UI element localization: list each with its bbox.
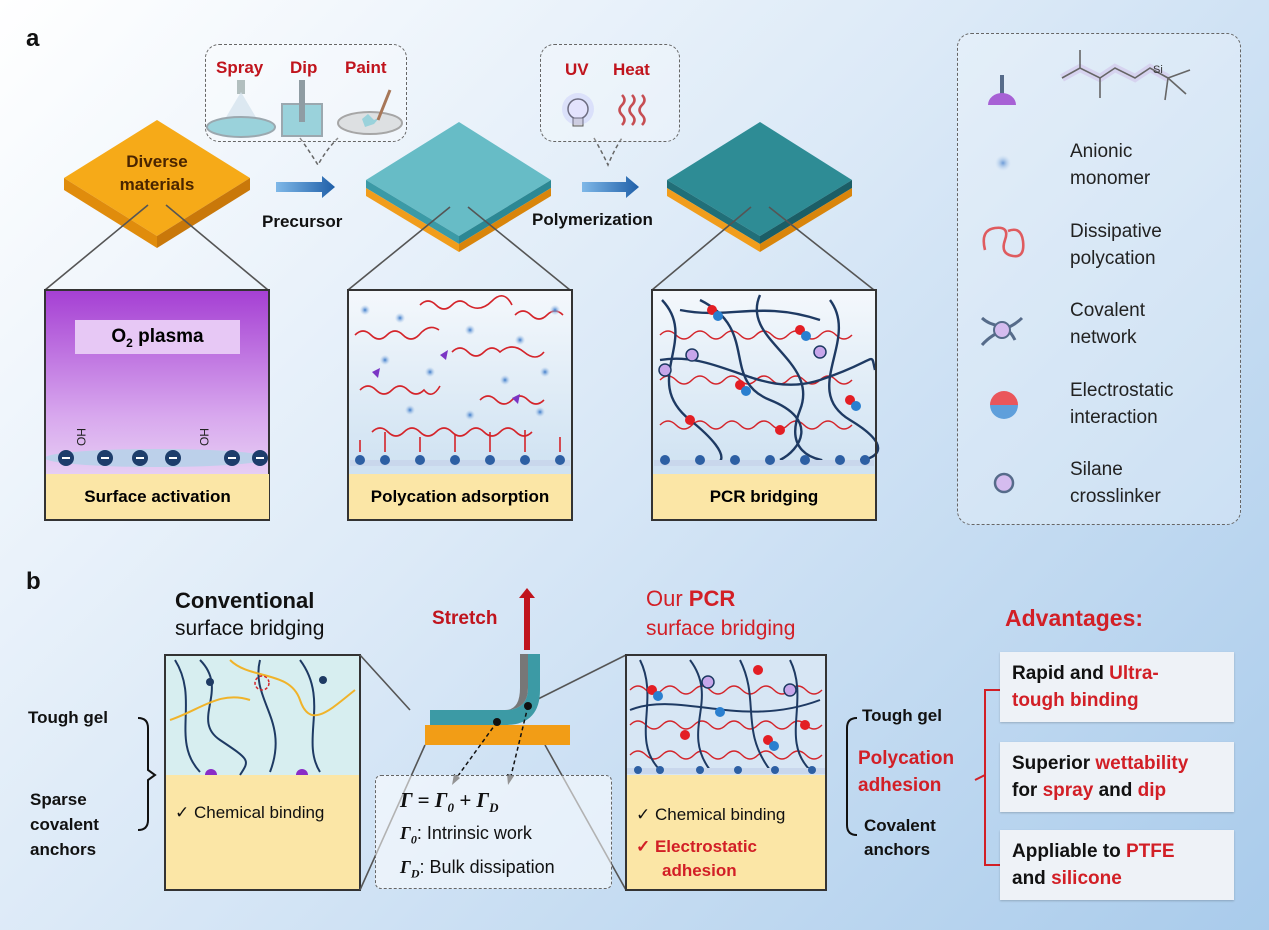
dip-label: Dip: [290, 58, 318, 77]
spray-label: Spray: [216, 58, 264, 77]
covalent-network-icon: [980, 316, 1024, 347]
precursor-arrow: [276, 176, 335, 198]
pcr-title: Our PCR: [646, 586, 736, 611]
polycation-chains: [354, 295, 564, 452]
anionic-monomers: [360, 305, 560, 420]
stretch-label: Stretch: [432, 608, 498, 629]
left-tough-gel-label: Tough gel: [28, 708, 108, 727]
heat-label: Heat: [613, 60, 650, 79]
hydroxyl-label-1: HO: [74, 428, 88, 446]
paint-label: Paint: [345, 58, 387, 77]
diverse-materials-diamond: [64, 120, 250, 248]
o2-plasma-label: O2 plasma: [75, 320, 240, 354]
uv-bulb-icon: [562, 93, 594, 127]
bulk-dissipation-label: ΓD: Bulk dissipation: [400, 857, 555, 881]
right-tough-gel-label: Tough gel: [862, 706, 942, 725]
conventional-subtitle: surface bridging: [175, 617, 325, 640]
panel-b-letter: b: [26, 568, 41, 595]
polymerization-arrow: [582, 176, 639, 198]
pcr-network: [654, 294, 880, 466]
silane-anchor-icon: [988, 75, 1016, 105]
silane-monomers: [372, 350, 520, 404]
polymerization-trigger-box: [540, 44, 680, 142]
polycation-adsorption-label: Polycation adsorption: [349, 474, 571, 519]
pcr-subtitle: surface bridging: [646, 617, 796, 640]
pcr-bridging-label: PCR bridging: [653, 474, 875, 519]
spray-icon: [206, 80, 276, 138]
conventional-title: Conventional: [175, 588, 315, 613]
dissipative-polycation-icon: [982, 226, 1025, 258]
electrostatic-interaction-icon: [990, 391, 1018, 419]
toughness-equation: Γ = Γ0 + ΓD: [400, 788, 499, 816]
surface-activation-label: Surface activation: [46, 474, 269, 519]
polymerization-label: Polymerization: [532, 210, 653, 229]
advantages-title: Advantages:: [1005, 605, 1144, 631]
panel-a-letter: a: [26, 25, 40, 52]
intrinsic-work-label: Γ0: Intrinsic work: [400, 823, 532, 847]
conventional-check: ✓ Chemical binding: [175, 803, 325, 822]
silane-structure-icon: [1060, 50, 1191, 101]
polymerized-diamond: [667, 122, 852, 252]
advantage-1: Rapid and Ultra-tough binding: [1000, 652, 1234, 722]
uv-label: UV: [565, 60, 589, 79]
legend-box: [957, 33, 1241, 525]
dip-icon: [281, 80, 323, 137]
precursor-label: Precursor: [262, 212, 343, 231]
silane-crosslinker-icon: [993, 472, 1015, 494]
si-label: Si: [1153, 64, 1163, 76]
polycation-surface-row: [350, 455, 570, 466]
anion-row: [45, 449, 269, 467]
application-methods-box: [205, 44, 407, 142]
toughness-equation-box: [375, 775, 612, 889]
hydroxyl-label-2: HO: [197, 428, 211, 446]
pcr-check-chemical: ✓ Chemical binding: [636, 805, 786, 824]
anionic-monomer-icon: [995, 155, 1011, 171]
heat-icon: [618, 94, 646, 126]
precursor-coated-diamond: [366, 122, 551, 252]
paint-icon: [337, 89, 403, 135]
